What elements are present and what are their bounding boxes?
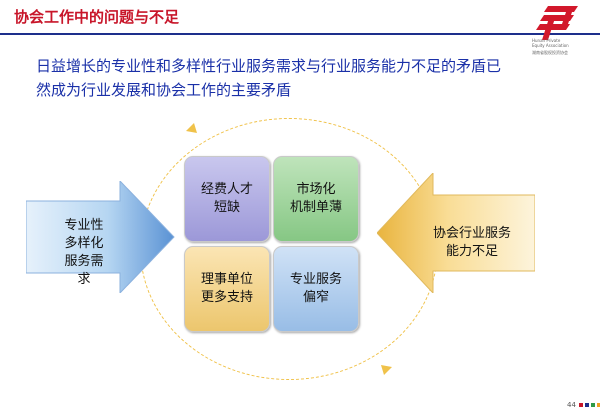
logo-text-en1: Hunan Private [532, 38, 561, 43]
tile-4-line-1: 专业服务 [289, 272, 342, 287]
logo-text-cn: 湖南省股权投资协会 [532, 50, 568, 55]
demand-arrow-label: 专业性 多样化 服务需 求 [34, 217, 134, 289]
footer-squares [579, 403, 600, 407]
tile-3-line-2: 更多支持 [200, 290, 253, 305]
demand-label-line-4: 求 [77, 272, 91, 287]
capability-arrow-label: 协会行业服务 能力不足 [413, 225, 531, 261]
tile-1-line-1: 经费人才 [200, 182, 253, 197]
footer-square-blue [585, 403, 589, 407]
tile-1-line-2: 短缺 [213, 200, 240, 215]
demand-arrow [26, 181, 175, 293]
headline-line-1: 日益增长的专业性和多样性行业服务需求与行业服务能力不足的矛盾已 [36, 57, 502, 75]
slide-title: 协会工作中的问题与不足 [14, 8, 180, 26]
footer-square-orange [597, 403, 600, 407]
tile-professional-services: 专业服务 偏窄 [273, 246, 359, 332]
logo-text-en2: Equity Association [532, 43, 569, 48]
page-number: 44 [567, 401, 576, 409]
headline-line-2: 然成为行业发展和协会工作的主要矛盾 [36, 81, 292, 99]
tile-4-line-2: 偏窄 [302, 290, 329, 305]
tile-2-line-2: 机制单薄 [289, 200, 342, 215]
headline: 日益增长的专业性和多样性行业服务需求与行业服务能力不足的矛盾已 然成为行业发展和… [36, 54, 536, 102]
association-logo [536, 6, 578, 40]
capability-label-line-2: 能力不足 [445, 244, 498, 259]
orbit-arrowhead-top [186, 123, 197, 133]
capability-arrow [377, 173, 535, 293]
footer-square-red [579, 403, 583, 407]
tile-market-mechanism: 市场化 机制单薄 [273, 156, 359, 242]
title-rule [0, 33, 600, 35]
footer-square-green [591, 403, 595, 407]
tile-3-line-1: 理事单位 [200, 272, 253, 287]
demand-label-line-1: 专业性 [64, 218, 104, 233]
tile-2-line-1: 市场化 [296, 182, 336, 197]
orbit-arrowhead-bottom [381, 365, 392, 375]
tile-member-support: 理事单位 更多支持 [184, 246, 270, 332]
capability-label-line-1: 协会行业服务 [432, 226, 511, 241]
demand-label-line-3: 服务需 [64, 254, 104, 269]
demand-label-line-2: 多样化 [64, 236, 104, 251]
tile-funding-talent: 经费人才 短缺 [184, 156, 270, 242]
